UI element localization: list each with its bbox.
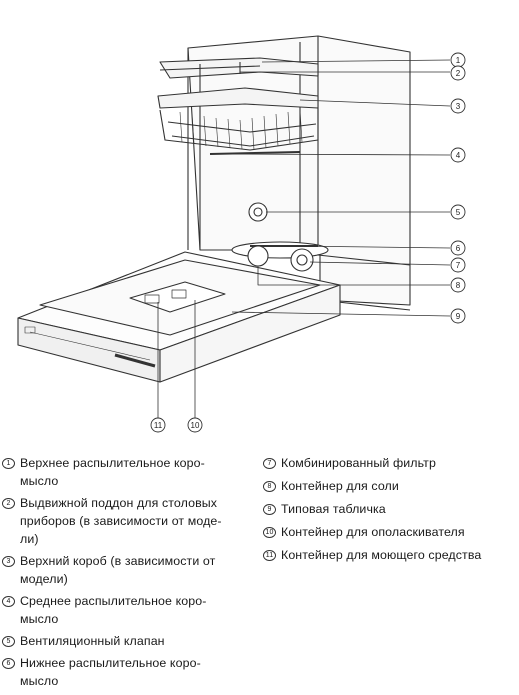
legend-item: 1 Верхнее распылительное коро- мысло — [2, 454, 252, 490]
upper-basket — [157, 87, 319, 151]
legend-left-column: 1 Верхнее распылительное коро- мысло 2 Выд… — [2, 454, 252, 694]
svg-text:2: 2 — [456, 69, 461, 78]
legend-item: 6 Нижнее распылительное коро- мысло — [2, 654, 252, 690]
svg-text:1: 1 — [456, 56, 461, 65]
legend-right-column: 7 Комбинированный фильтр 8 Контейнер для с… — [263, 454, 519, 569]
callout-10: 10 — [187, 417, 203, 433]
legend-item: 10 Контейнер для ополаскивателя — [263, 523, 519, 541]
callout-6: 6 — [450, 240, 466, 256]
svg-text:4: 4 — [456, 151, 461, 160]
callout-11: 11 — [150, 417, 166, 433]
legend-label: Выдвижной поддон для столовых приборов (… — [20, 496, 222, 546]
callout-9: 9 — [450, 308, 466, 324]
legend-label: Среднее распылительное коро- мысло — [20, 594, 207, 626]
dispensers — [129, 281, 226, 313]
legend-item: 11 Контейнер для моющего средства — [263, 546, 519, 564]
middle-spray-arm — [209, 151, 301, 155]
callout-3: 3 — [450, 98, 466, 114]
legend-label: Комбинированный фильтр — [281, 456, 436, 470]
legend-label: Вентиляционный клапан — [20, 634, 165, 648]
ventilation-valve — [248, 202, 268, 222]
legend-number: 1 — [2, 458, 15, 469]
callout-7: 7 — [450, 257, 466, 273]
callout-1: 1 — [450, 52, 466, 68]
legend-label: Верхнее распылительное коро- мысло — [20, 456, 205, 488]
legend-number: 5 — [2, 636, 15, 647]
legend-number: 7 — [263, 458, 276, 469]
legend-number: 4 — [2, 596, 15, 607]
leader-lines — [157, 59, 451, 418]
svg-text:3: 3 — [456, 102, 461, 111]
legend-number: 10 — [263, 527, 276, 538]
svg-text:7: 7 — [456, 261, 461, 270]
cutlery-tray — [159, 57, 319, 79]
svg-text:11: 11 — [154, 421, 163, 430]
legend-number: 2 — [2, 498, 15, 509]
legend-label: Контейнер для моющего средства — [281, 548, 482, 562]
legend-label: Контейнер для соли — [281, 479, 399, 493]
svg-text:8: 8 — [456, 281, 461, 290]
lower-spray-arm — [231, 241, 329, 272]
svg-text:9: 9 — [456, 312, 461, 321]
legend-item: 7 Комбинированный фильтр — [263, 454, 519, 472]
legend-item: 3 Верхний короб (в зависимости от модели) — [2, 552, 252, 588]
callout-markers: 1 2 3 4 5 6 7 8 9 10 11 — [150, 52, 466, 433]
callout-2: 2 — [450, 65, 466, 81]
legend-item: 4 Среднее распылительное коро- мысло — [2, 592, 252, 628]
legend-number: 6 — [2, 658, 15, 669]
legend-label: Контейнер для ополаскивателя — [281, 525, 465, 539]
svg-text:5: 5 — [456, 208, 461, 217]
legend-label: Нижнее распылительное коро- мысло — [20, 656, 201, 688]
legend-item: 9 Типовая табличка — [263, 500, 519, 518]
legend-item: 8 Контейнер для соли — [263, 477, 519, 495]
legend-number: 3 — [2, 556, 15, 567]
callout-8: 8 — [450, 277, 466, 293]
svg-text:6: 6 — [456, 244, 461, 253]
svg-text:10: 10 — [191, 421, 200, 430]
legend-number: 11 — [263, 550, 276, 561]
callout-4: 4 — [450, 147, 466, 163]
open-door — [17, 251, 341, 383]
legend-item: 5 Вентиляционный клапан — [2, 632, 252, 650]
legend-label: Типовая табличка — [281, 502, 386, 516]
legend-number: 8 — [263, 481, 276, 492]
callout-5: 5 — [450, 204, 466, 220]
legend-number: 9 — [263, 504, 276, 515]
dishwasher-diagram: 1 2 3 4 5 6 7 8 9 10 11 — [17, 35, 466, 433]
legend-label: Верхний короб (в зависимости от модели) — [20, 554, 216, 586]
legend-item: 2 Выдвижной поддон для столовых приборов … — [2, 494, 252, 548]
